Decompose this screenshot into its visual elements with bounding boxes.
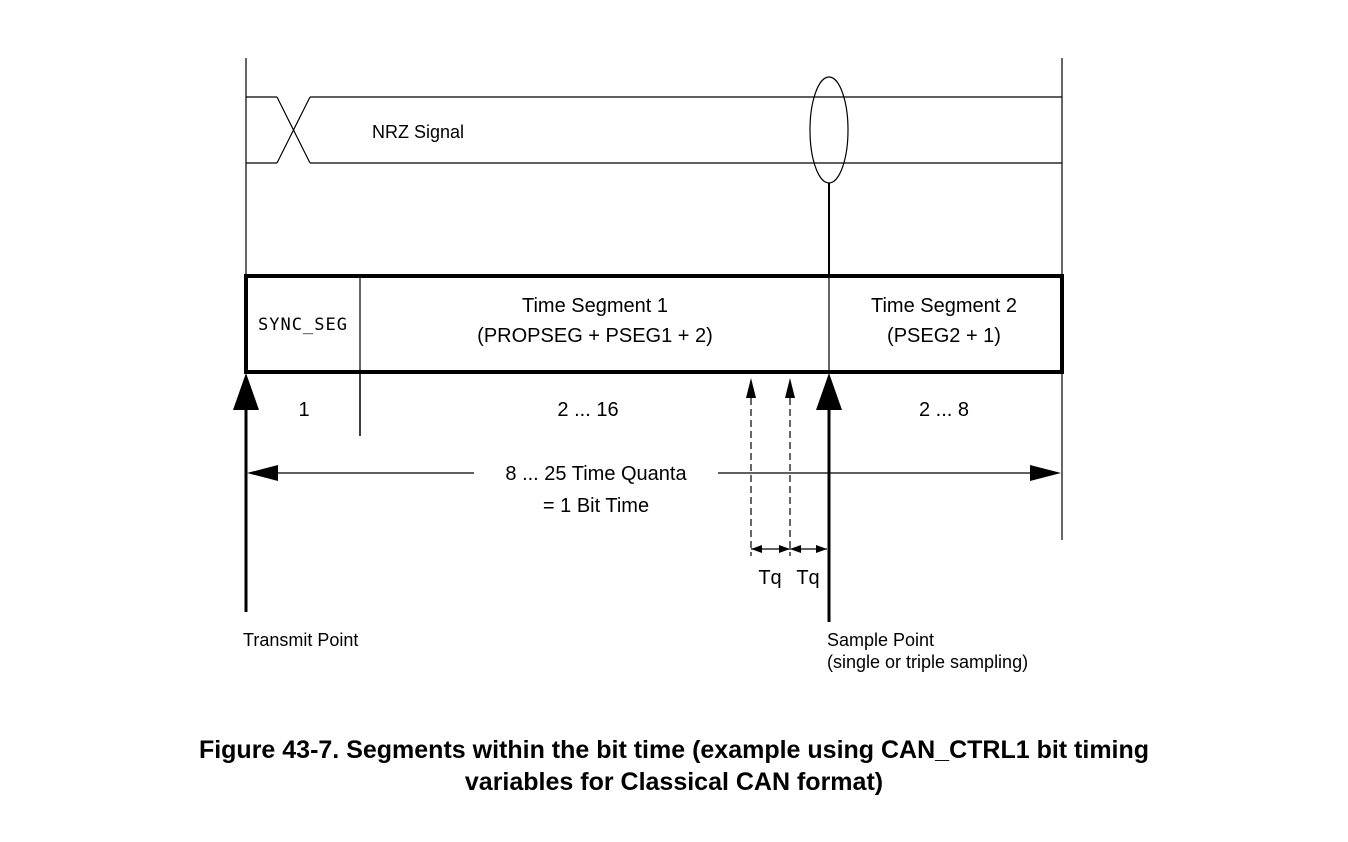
tq-dimension-arrows bbox=[751, 545, 827, 553]
figure-caption-line-1: Figure 43-7. Segments within the bit tim… bbox=[198, 736, 1150, 764]
sample-point-arrow bbox=[816, 373, 842, 622]
segment-box bbox=[244, 274, 1064, 374]
transmit-point-arrow bbox=[233, 373, 259, 612]
figure-caption: Figure 43-7. Segments within the bit tim… bbox=[0, 734, 1348, 798]
sync-seg-label: SYNC_SEG bbox=[258, 315, 348, 335]
tq-label-1: Tq bbox=[758, 567, 781, 589]
bit-time-arrow bbox=[247, 465, 1061, 481]
transmit-point-label: Transmit Point bbox=[243, 630, 358, 650]
nrz-signal-label: NRZ Signal bbox=[372, 122, 464, 142]
seg2-formula: (PSEG2 + 1) bbox=[887, 325, 1001, 347]
sample-ellipse bbox=[809, 76, 849, 184]
bit-time-label: 8 ... 25 Time Quanta bbox=[505, 463, 687, 485]
seg2-count: 2 ... 8 bbox=[919, 399, 969, 421]
figure-caption-line-2: variables for Classical CAN format) bbox=[464, 768, 884, 796]
sample-point-note: (single or triple sampling) bbox=[827, 652, 1028, 672]
seg1-title: Time Segment 1 bbox=[522, 295, 668, 317]
sample-point-label: Sample Point bbox=[827, 630, 934, 650]
sync-count: 1 bbox=[298, 399, 309, 421]
nrz-signal bbox=[246, 96, 1062, 164]
seg1-count: 2 ... 16 bbox=[557, 399, 618, 421]
tq-dashed-arrows bbox=[746, 378, 795, 556]
tq-label-2: Tq bbox=[796, 567, 819, 589]
bit-time-equals: = 1 Bit Time bbox=[543, 495, 649, 517]
seg2-title: Time Segment 2 bbox=[871, 295, 1017, 317]
seg1-formula: (PROPSEG + PSEG1 + 2) bbox=[477, 325, 713, 347]
bit-timing-diagram: NRZ Signal SYNC_SEG Time Segment 1 (PROP… bbox=[233, 58, 1064, 672]
